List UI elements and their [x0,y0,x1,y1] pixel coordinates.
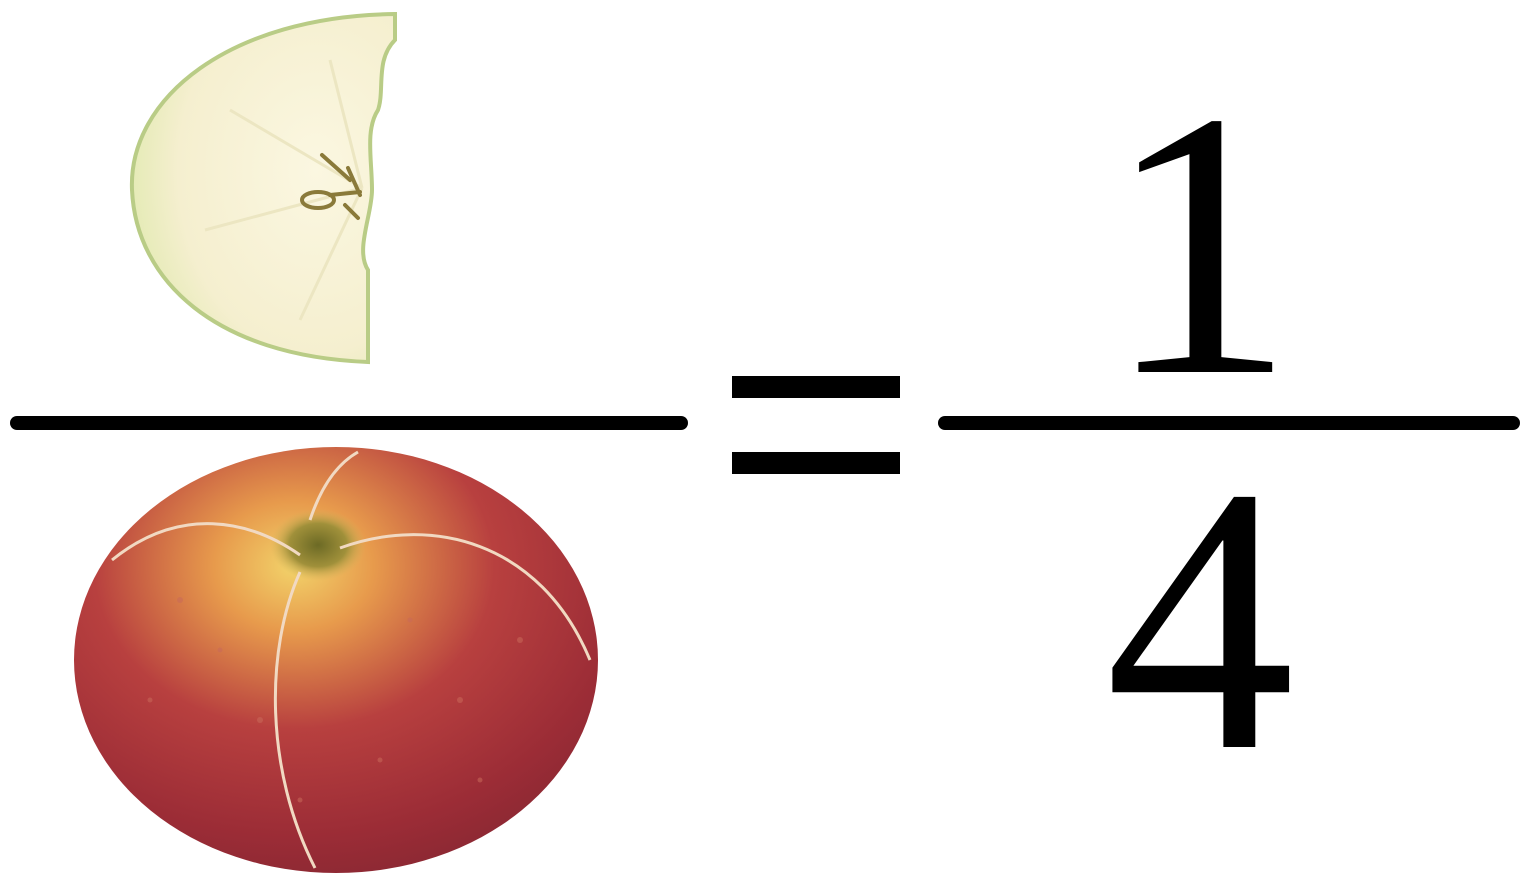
right-numerator: 1 [1105,34,1295,455]
left-fraction-bar [10,416,688,430]
equals-sign [732,376,900,474]
quarter-apple-slice-icon [129,11,397,365]
right-fraction-bar [938,416,1520,430]
right-denominator: 4 [1105,409,1295,830]
whole-apple-quartered-icon [74,447,598,873]
